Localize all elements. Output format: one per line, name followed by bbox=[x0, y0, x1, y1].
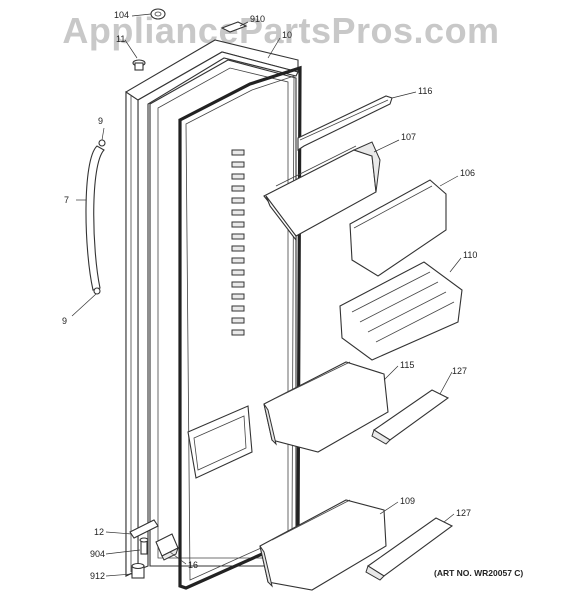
leader-lines bbox=[71, 13, 462, 577]
door-bin-107 bbox=[263, 141, 381, 242]
callout-910: 910 bbox=[250, 14, 266, 24]
callout-904: 904 bbox=[90, 549, 106, 559]
bin-retainer-127-lower bbox=[365, 517, 454, 581]
callout-107: 107 bbox=[401, 132, 417, 142]
hinge-cap bbox=[150, 8, 166, 20]
callout-912: 912 bbox=[90, 571, 106, 581]
bushing-912 bbox=[131, 562, 145, 579]
callout-12: 12 bbox=[94, 527, 105, 537]
callout-11: 11 bbox=[116, 34, 126, 44]
callout-9-bottom: 9 bbox=[62, 316, 68, 326]
bin-retainer-127-upper bbox=[371, 389, 450, 445]
closure-cam-16 bbox=[155, 533, 179, 561]
callout-127-lower: 127 bbox=[456, 508, 472, 518]
door-bin-109 bbox=[259, 499, 387, 591]
bin-rail-116 bbox=[297, 95, 393, 152]
door-bin-115 bbox=[263, 361, 389, 453]
top-cap-910 bbox=[220, 21, 248, 33]
hinge-pin-904 bbox=[139, 537, 149, 555]
callout-9-top: 9 bbox=[98, 116, 104, 126]
art-number: (ART NO. WR20057 C) bbox=[434, 568, 524, 578]
callout-116: 116 bbox=[418, 86, 433, 96]
callout-16: 16 bbox=[188, 560, 199, 570]
callout-109: 109 bbox=[400, 496, 416, 506]
liner-shelf-ribs bbox=[231, 149, 245, 336]
egg-tray-110 bbox=[339, 261, 463, 361]
liner-bottom-pocket bbox=[187, 405, 253, 479]
door-inner-liner bbox=[149, 59, 297, 567]
hinge-bushing bbox=[132, 59, 146, 71]
door-handle bbox=[85, 139, 106, 295]
callout-7: 7 bbox=[64, 195, 70, 205]
callout-104: 104 bbox=[114, 10, 130, 20]
callout-115: 115 bbox=[400, 360, 415, 370]
watermark-text: AppliancePartsPros.com bbox=[62, 10, 500, 51]
callout-110: 110 bbox=[463, 250, 478, 260]
dairy-cover-106 bbox=[349, 179, 447, 277]
bottom-hinge-bracket-12 bbox=[129, 519, 159, 539]
callout-106: 106 bbox=[460, 168, 476, 178]
callout-127-upper: 127 bbox=[452, 366, 468, 376]
callout-10: 10 bbox=[282, 30, 293, 40]
